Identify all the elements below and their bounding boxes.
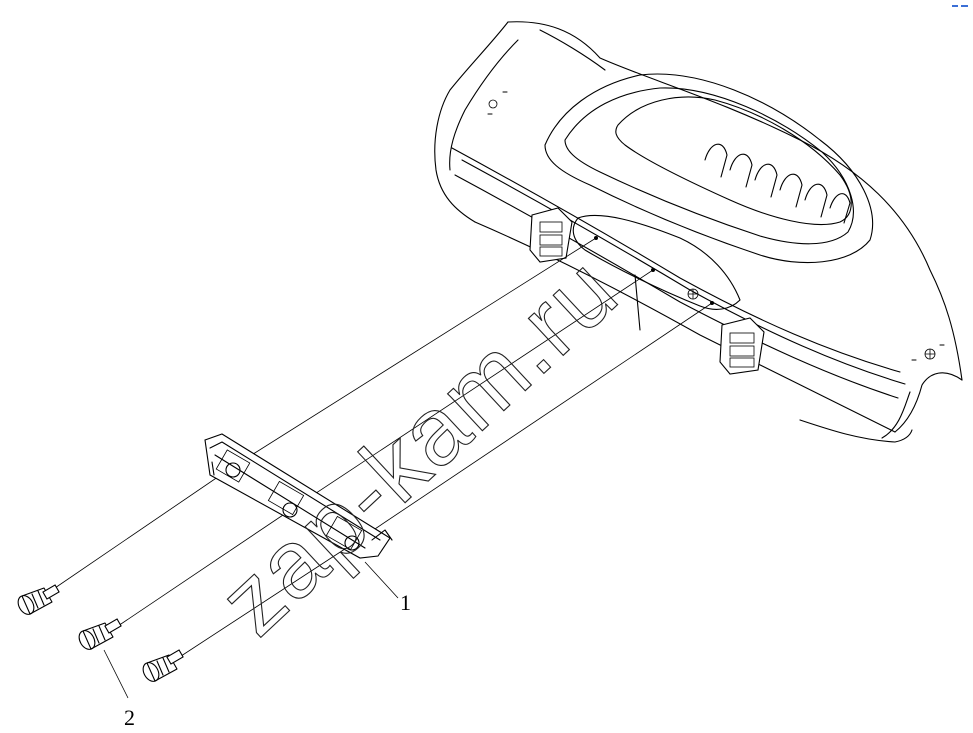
right-lamp-housing (719, 317, 765, 375)
part-2-screw-c (142, 649, 184, 682)
part-1-bracket (204, 433, 393, 559)
corner-mark-icon (952, 5, 968, 7)
assembly-lines (51, 237, 713, 661)
part-2-screw-a (17, 584, 60, 615)
callout-part-1: 1 (400, 590, 411, 615)
leader-line-1 (364, 561, 399, 599)
leader-line-2 (103, 649, 129, 699)
watermark-text: zap-kam.ru (199, 236, 638, 655)
grip-ribs (704, 143, 851, 224)
left-lamp-housing (529, 207, 573, 263)
part-2-screw-b (78, 618, 122, 650)
callout-part-2: 2 (124, 705, 135, 730)
seat-body-assembly (434, 21, 963, 443)
